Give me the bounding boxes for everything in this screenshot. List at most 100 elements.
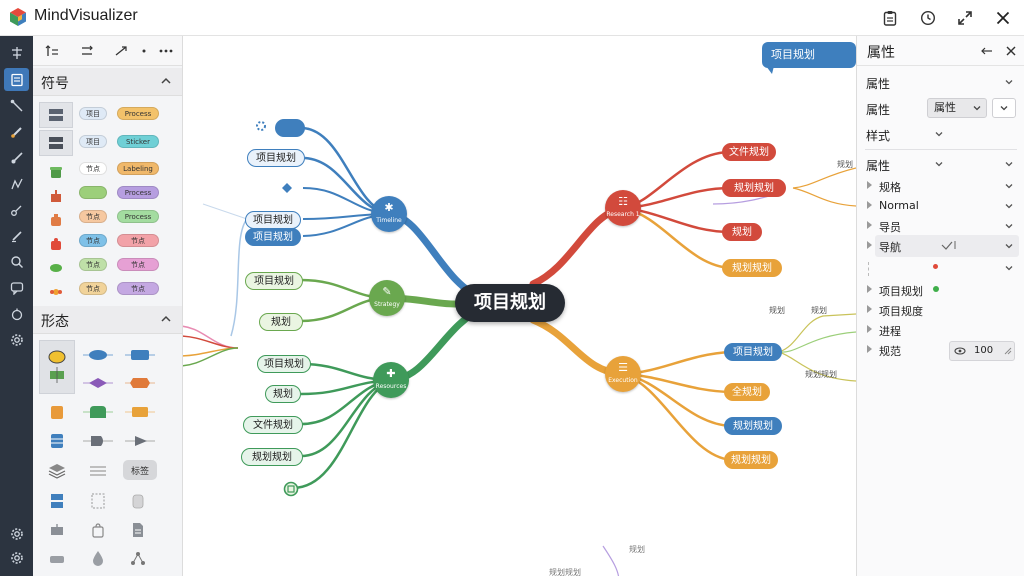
sort-button[interactable] xyxy=(41,42,63,60)
plug-gray-tile[interactable] xyxy=(83,432,113,450)
topic-node[interactable]: 规划规划 xyxy=(724,451,778,469)
style-pill[interactable]: 节点 xyxy=(79,282,107,295)
history-button[interactable] xyxy=(915,6,941,30)
style-pill[interactable]: 节点 xyxy=(117,282,159,295)
topic-node[interactable] xyxy=(275,119,305,137)
callout-bubble[interactable]: 项目规划 ulizay xyxy=(762,42,856,87)
topic-node[interactable]: 规划 xyxy=(265,385,301,403)
close-button[interactable] xyxy=(990,6,1016,30)
database-blue-tile[interactable] xyxy=(45,490,69,512)
topic-node[interactable]: 项目规划 xyxy=(724,343,782,361)
topic-node[interactable]: 规划 xyxy=(722,223,762,241)
property-select[interactable]: 属性 xyxy=(927,98,987,118)
bag-tile[interactable] xyxy=(85,520,111,540)
arrow-gray-tile[interactable] xyxy=(125,432,155,450)
rail-comment-button[interactable] xyxy=(4,276,29,299)
topic-node[interactable]: 规划规划 xyxy=(241,448,303,466)
style-pill[interactable]: 节点 xyxy=(79,162,107,175)
rect-blue-tile[interactable] xyxy=(125,346,155,364)
dotted-box-tile[interactable] xyxy=(85,490,111,512)
close-icon[interactable] xyxy=(1005,45,1017,57)
style-pill[interactable]: 节点 xyxy=(117,258,159,271)
pot-shape-tile[interactable] xyxy=(45,210,67,230)
style-pill[interactable]: Labeling xyxy=(117,162,159,175)
style-pill[interactable]: 节点 xyxy=(79,258,107,271)
rail-connector-button[interactable] xyxy=(4,94,29,117)
label-shape-tile[interactable]: 标签 xyxy=(123,460,157,480)
rail-layout-button[interactable] xyxy=(4,41,29,64)
style-pill[interactable]: 项目 xyxy=(79,107,107,120)
section-header-shapes[interactable]: 形态 xyxy=(33,306,182,334)
flower-shape-tile[interactable] xyxy=(45,282,67,302)
tree-row[interactable]: 规格 xyxy=(857,176,1024,198)
topic-node[interactable]: 项目规划 xyxy=(257,355,311,373)
dropdown-button[interactable] xyxy=(133,42,155,60)
database-tile[interactable] xyxy=(45,430,69,452)
rail-draw-button[interactable] xyxy=(4,172,29,195)
prop-row[interactable]: 属性 xyxy=(857,154,1024,176)
gift-shape-tile[interactable] xyxy=(45,186,67,206)
tree-row[interactable]: 导航 xyxy=(857,236,1024,258)
expand-button[interactable] xyxy=(952,6,978,30)
tab-green-tile[interactable] xyxy=(83,402,113,422)
rail-pen-button[interactable] xyxy=(4,120,29,143)
prop-row-separator[interactable] xyxy=(857,258,1024,280)
topic-node[interactable]: 项目规划 xyxy=(245,228,301,246)
tree-row[interactable]: 进程 xyxy=(857,320,1024,342)
section-header-symbols[interactable]: 符号 xyxy=(33,68,182,96)
topic-node[interactable]: 项目规划 xyxy=(245,211,301,229)
tree-row[interactable]: 项目规划 xyxy=(857,280,1024,302)
cylinder-gray-tile[interactable] xyxy=(125,490,151,512)
rail-settings-button[interactable] xyxy=(4,328,29,351)
document-tile[interactable] xyxy=(125,520,151,540)
topic-node[interactable]: 项目规划 xyxy=(247,149,305,167)
monitor-tile[interactable] xyxy=(45,520,69,540)
tree-row[interactable]: 规范 xyxy=(857,340,1024,362)
branch-hub[interactable]: ✚Resources xyxy=(373,362,409,398)
style-pill[interactable]: 节点 xyxy=(79,234,107,247)
topic-node[interactable]: 文件规划 xyxy=(243,416,303,434)
network-tile[interactable] xyxy=(125,548,151,568)
rect-orange-tile[interactable] xyxy=(125,402,155,422)
style-pill[interactable]: Process xyxy=(117,210,159,223)
style-pill[interactable]: Process xyxy=(117,107,159,120)
style-pill[interactable]: 项目 xyxy=(79,135,107,148)
style-pill[interactable] xyxy=(79,186,107,199)
tree-row[interactable]: Normal xyxy=(857,196,1024,218)
topic-node[interactable]: 规划规划 xyxy=(722,259,782,277)
rail-note-button[interactable] xyxy=(4,68,29,91)
topic-node[interactable]: 文件规划 xyxy=(722,143,776,161)
style-pill[interactable]: 节点 xyxy=(117,234,159,247)
topic-node[interactable]: 全规划 xyxy=(724,383,770,401)
prop-row[interactable]: 属性 xyxy=(857,72,1024,94)
cylinder-orange-tile[interactable] xyxy=(45,402,69,422)
stack-tile[interactable] xyxy=(45,460,69,482)
branch-hub[interactable]: ✎Strategy xyxy=(369,280,405,316)
clipboard-button[interactable] xyxy=(877,6,903,30)
tree-row[interactable]: 导员 xyxy=(857,216,1024,238)
basket-shape-tile[interactable] xyxy=(45,234,67,254)
bucket-shape-tile[interactable] xyxy=(45,162,67,182)
topic-node[interactable]: 规划 xyxy=(259,313,303,331)
diamond-purple-tile[interactable] xyxy=(83,374,113,392)
prop-row[interactable]: 样式 xyxy=(857,124,1024,146)
rail-search-button[interactable] xyxy=(4,250,29,273)
rail-link-button[interactable] xyxy=(4,198,29,221)
rail-edit-button[interactable] xyxy=(4,224,29,247)
tree-row[interactable]: 项目规度 xyxy=(857,300,1024,322)
speech-bubble-shape-tile[interactable] xyxy=(39,340,75,394)
resize-button[interactable] xyxy=(110,42,132,60)
leaf-shape-tile[interactable] xyxy=(45,258,67,278)
style-pill[interactable]: Process xyxy=(117,186,159,199)
mindmap-canvas[interactable]: 项目规划 ✱Timeline✎Strategy✚Resources☷Resear… xyxy=(183,36,856,576)
list-shape-tile[interactable] xyxy=(39,102,73,128)
align-button[interactable] xyxy=(76,42,98,60)
topic-node[interactable]: 规划规划 xyxy=(722,179,786,197)
property-dropdown-button[interactable] xyxy=(992,98,1016,118)
topic-node[interactable]: 规划规划 xyxy=(724,417,782,435)
branch-hub[interactable]: ☰Execution xyxy=(605,356,641,392)
rail-shape-button[interactable] xyxy=(4,302,29,325)
topic-node[interactable]: 项目规划 xyxy=(245,272,303,290)
rail-plugins-button[interactable] xyxy=(4,522,29,545)
stack-lines-tile[interactable] xyxy=(85,460,111,482)
